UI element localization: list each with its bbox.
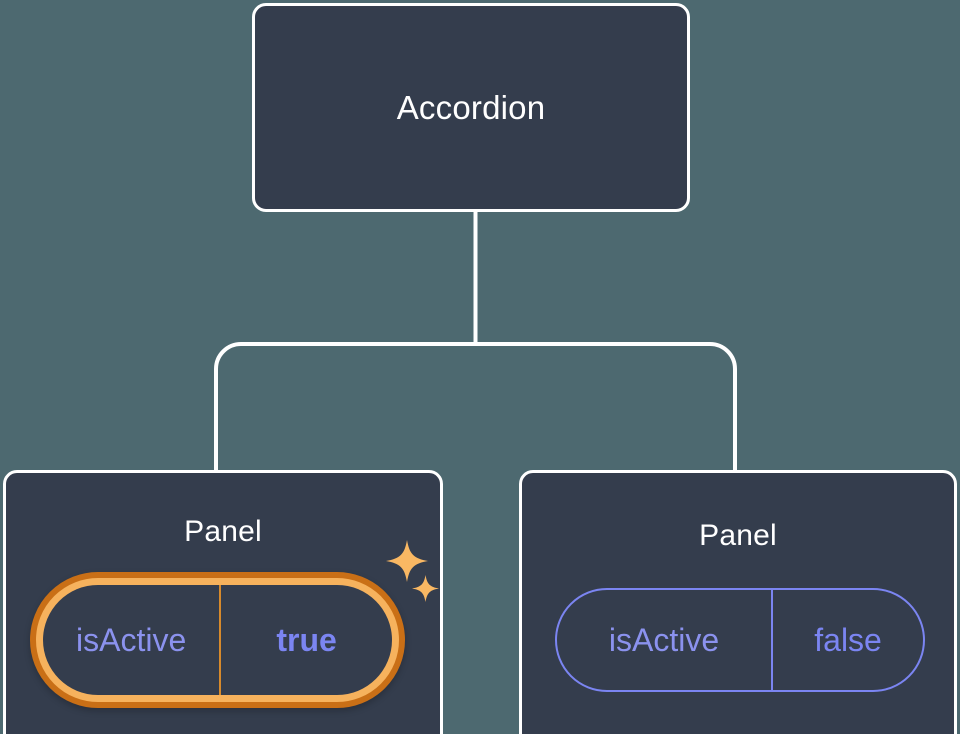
prop-key: isActive <box>75 621 187 658</box>
prop-key: isActive <box>608 621 720 658</box>
tree-node-accordion[interactable]: Accordion <box>252 3 690 212</box>
prop-pill-inner: isActive true <box>43 585 392 695</box>
node-title: Panel <box>699 519 777 552</box>
connector-bracket-left <box>214 342 476 472</box>
prop-value: false <box>771 590 923 690</box>
node-title: Panel <box>184 515 262 548</box>
connector-bracket-right <box>475 342 737 472</box>
prop-pill-isactive-false[interactable]: isActive false <box>555 588 925 692</box>
node-title: Accordion <box>396 88 546 126</box>
prop-pill-isactive-true[interactable]: isActive true <box>30 572 405 708</box>
prop-value: true <box>219 585 392 695</box>
sparkle-icon-small <box>412 575 439 602</box>
sparkle-icon <box>386 540 428 582</box>
